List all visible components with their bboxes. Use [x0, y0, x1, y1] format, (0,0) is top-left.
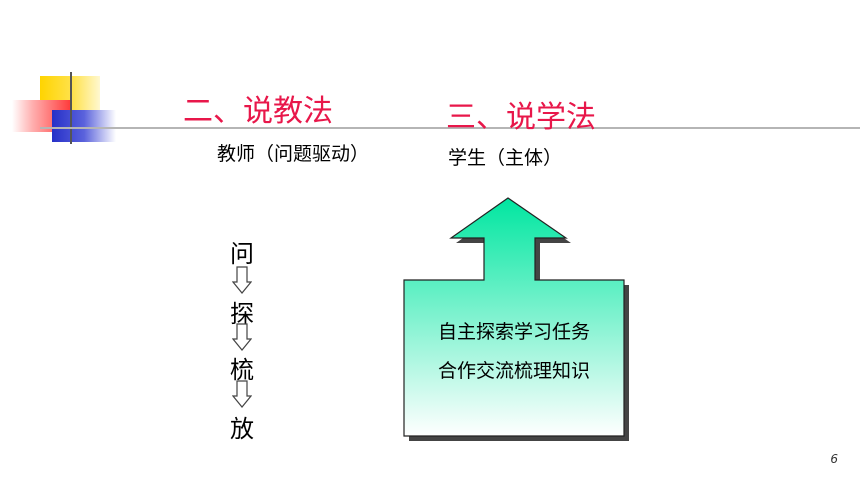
section-title-learning: 三、说学法: [446, 100, 596, 135]
teacher-subtitle: 教师（问题驱动）: [217, 143, 370, 165]
box-line-self-explore: 自主探索学习任务: [437, 321, 590, 343]
student-subtitle: 学生（主体）: [448, 147, 563, 169]
step-release: 放: [230, 415, 254, 443]
box-line-cooperate: 合作交流梳理知识: [437, 360, 590, 382]
page-number: 6: [830, 452, 838, 466]
down-arrow-icon: [232, 380, 252, 408]
up-arrow-box-icon: [403, 197, 629, 441]
down-arrow-icon: [232, 323, 252, 351]
down-arrow-icon: [232, 266, 252, 294]
step-explore: 探: [230, 300, 254, 328]
decor-blue-square: [52, 110, 116, 142]
section-title-teaching: 二、说教法: [183, 94, 333, 129]
step-sort: 梳: [230, 356, 254, 384]
decor-vertical-line: [70, 72, 72, 144]
step-ask: 问: [230, 240, 254, 268]
title-divider-line: [40, 127, 860, 129]
